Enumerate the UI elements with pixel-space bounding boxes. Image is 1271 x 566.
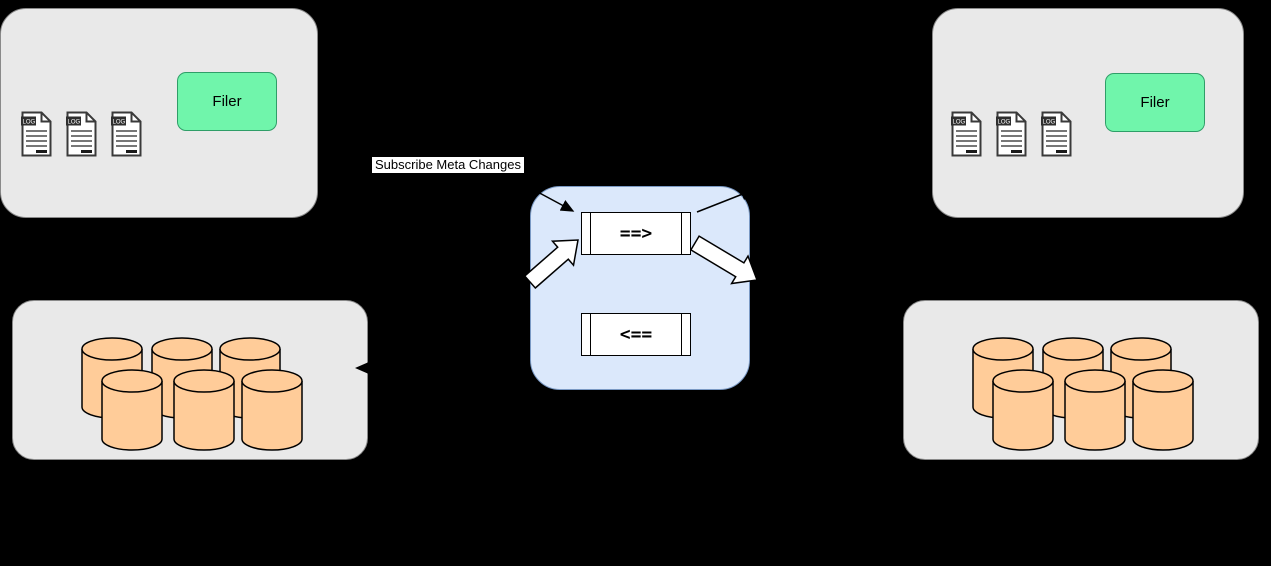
log-file-icon: LOG bbox=[996, 111, 1027, 157]
queue-outgoing-label: ==> bbox=[619, 223, 653, 244]
volume-cylinder bbox=[173, 369, 235, 451]
replication-queue-panel: ==> <== bbox=[530, 186, 750, 390]
subscribe-meta-changes-label: Subscribe Meta Changes bbox=[372, 157, 524, 173]
filer-right: Filer bbox=[1105, 73, 1205, 132]
log-file-icon: LOG bbox=[111, 111, 142, 157]
log-file-icon: LOG bbox=[1041, 111, 1072, 157]
volume-cylinders-left bbox=[81, 337, 303, 451]
log-badge-label: LOG bbox=[1043, 120, 1056, 126]
log-file-icon: LOG bbox=[951, 111, 982, 157]
log-badge-label: LOG bbox=[998, 120, 1011, 126]
log-badge-label: LOG bbox=[113, 120, 126, 126]
volume-cylinder bbox=[1132, 369, 1194, 451]
log-file-icon: LOG bbox=[66, 111, 97, 157]
log-files-left: LOG LOG LOG bbox=[21, 111, 142, 157]
volume-cylinder bbox=[241, 369, 303, 451]
volume-cylinder bbox=[101, 369, 163, 451]
log-files-right: LOG LOG LOG bbox=[951, 111, 1072, 157]
filer-left: Filer bbox=[177, 72, 277, 131]
volume-cylinders-right bbox=[972, 337, 1194, 451]
log-file-icon: LOG bbox=[21, 111, 52, 157]
queue-outgoing: ==> bbox=[581, 212, 691, 255]
filer-left-label: Filer bbox=[212, 93, 242, 110]
datacenter-right-panel: LOG LOG LOG bbox=[932, 8, 1244, 218]
datacenter-left-panel: LOG LOG LOG bbox=[0, 8, 318, 218]
queue-incoming-label: <== bbox=[619, 324, 653, 345]
volumes-right-panel bbox=[903, 300, 1259, 460]
filer-right-label: Filer bbox=[1140, 94, 1170, 111]
queue-incoming: <== bbox=[581, 313, 691, 356]
log-badge-label: LOG bbox=[953, 120, 966, 126]
log-badge-label: LOG bbox=[23, 120, 36, 126]
volume-cylinder bbox=[1064, 369, 1126, 451]
volume-cylinder bbox=[992, 369, 1054, 451]
log-badge-label: LOG bbox=[68, 120, 81, 126]
volumes-left-panel bbox=[12, 300, 368, 460]
